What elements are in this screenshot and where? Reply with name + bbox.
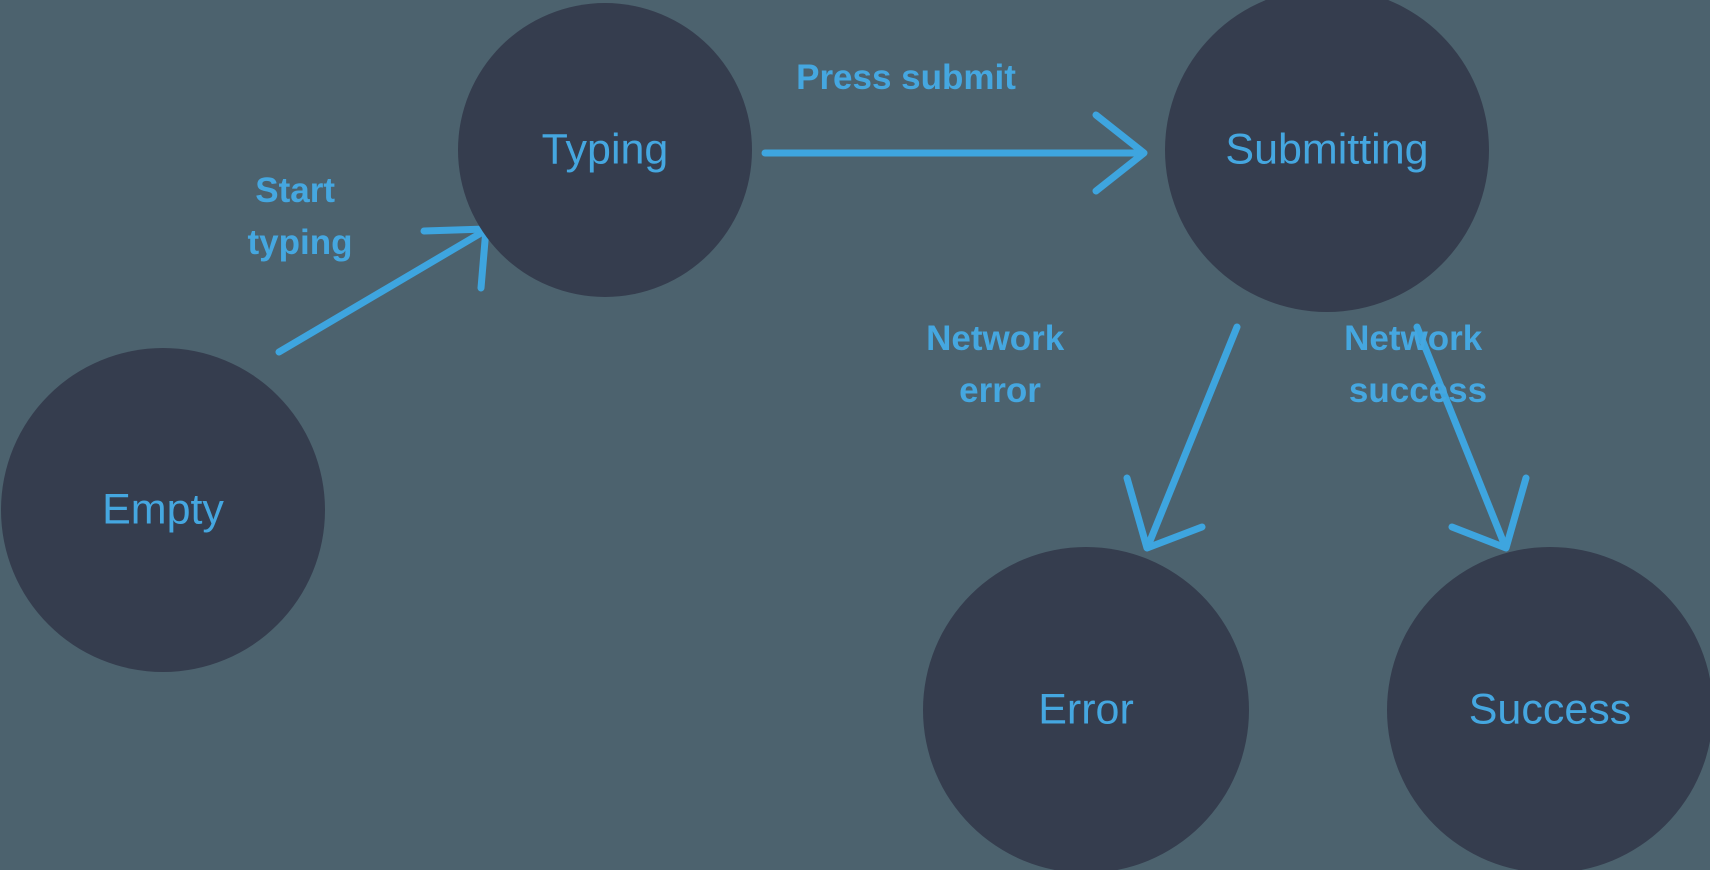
network-success-label-line-2: success xyxy=(1349,371,1487,410)
network-success-label-line-1: Network xyxy=(1344,319,1483,358)
typing-circle xyxy=(458,3,752,297)
network-error-label: Network error xyxy=(926,319,1074,410)
error-label: Error xyxy=(1038,685,1134,733)
typing-label: Typing xyxy=(542,125,669,173)
transition-press-submit[interactable]: Press submit xyxy=(761,58,1148,195)
press-submit-label: Press submit xyxy=(796,58,1016,97)
network-error-label-line-1: Network xyxy=(926,319,1065,358)
error-circle xyxy=(923,547,1249,870)
network-success-arrow-shaft xyxy=(1413,323,1507,545)
network-success-label: Network success xyxy=(1344,319,1492,410)
state-node-typing[interactable]: Typing xyxy=(458,3,752,297)
state-node-error[interactable]: Error xyxy=(923,547,1249,870)
start-typing-arrow-shaft xyxy=(275,229,485,356)
network-success-arrow-head xyxy=(1448,474,1530,552)
state-node-success[interactable]: Success xyxy=(1387,547,1710,870)
transition-network-error[interactable]: Network error xyxy=(926,319,1241,552)
start-typing-label-line-2: typing xyxy=(248,223,353,262)
state-node-empty[interactable]: Empty xyxy=(1,348,325,672)
network-error-label-line-2: error xyxy=(959,371,1041,410)
start-typing-label-line-1: Start xyxy=(255,171,335,210)
empty-circle xyxy=(1,348,325,672)
network-error-arrow-head xyxy=(1123,474,1206,552)
submitting-circle xyxy=(1165,0,1489,312)
press-submit-label-line-1: Press submit xyxy=(796,58,1016,97)
empty-label: Empty xyxy=(102,485,224,533)
submitting-label: Submitting xyxy=(1225,125,1428,173)
press-submit-arrow-head xyxy=(1092,111,1148,195)
transition-network-success[interactable]: Network success xyxy=(1344,319,1530,552)
success-label: Success xyxy=(1469,685,1632,733)
network-error-arrow-shaft xyxy=(1146,323,1241,545)
success-circle xyxy=(1387,547,1710,870)
state-node-submitting[interactable]: Submitting xyxy=(1165,0,1489,312)
start-typing-label: Start typing xyxy=(248,171,353,262)
